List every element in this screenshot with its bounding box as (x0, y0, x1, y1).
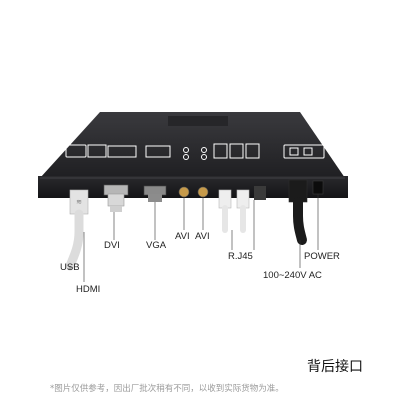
label-dvi: DVI (104, 240, 120, 251)
panel-icon-strip (65, 143, 325, 160)
port-dvi (103, 184, 129, 196)
svg-text:≋: ≋ (76, 198, 82, 206)
leader-lines (69, 194, 319, 282)
port-avi-1 (178, 186, 190, 198)
dvi-plug (107, 193, 125, 212)
port-vga (143, 185, 167, 196)
usb-hdmi-cable: ≋ (65, 189, 89, 271)
vga-plug (148, 194, 162, 202)
section-title: 背后接口 (307, 359, 363, 375)
device-top (40, 112, 345, 178)
label-avi-1: AVI (175, 231, 190, 242)
disclaimer-text: *图片仅供参考，因出厂批次稍有不同，以收到实际货物为准。 (50, 384, 284, 394)
port-power (312, 180, 324, 195)
rj45-cables (218, 186, 266, 233)
label-rj45: R.J45 (228, 251, 253, 262)
label-avi-2: AVI (195, 231, 210, 242)
port-avi-2 (197, 186, 209, 198)
label-hdmi: HDMI (76, 284, 101, 295)
power-cable (288, 179, 308, 245)
label-ac-voltage: 100~240V AC (263, 270, 322, 281)
label-vga: VGA (146, 240, 167, 251)
label-usb: USB (60, 262, 80, 273)
device-top-recess (168, 116, 228, 126)
label-power: POWER (304, 251, 340, 262)
